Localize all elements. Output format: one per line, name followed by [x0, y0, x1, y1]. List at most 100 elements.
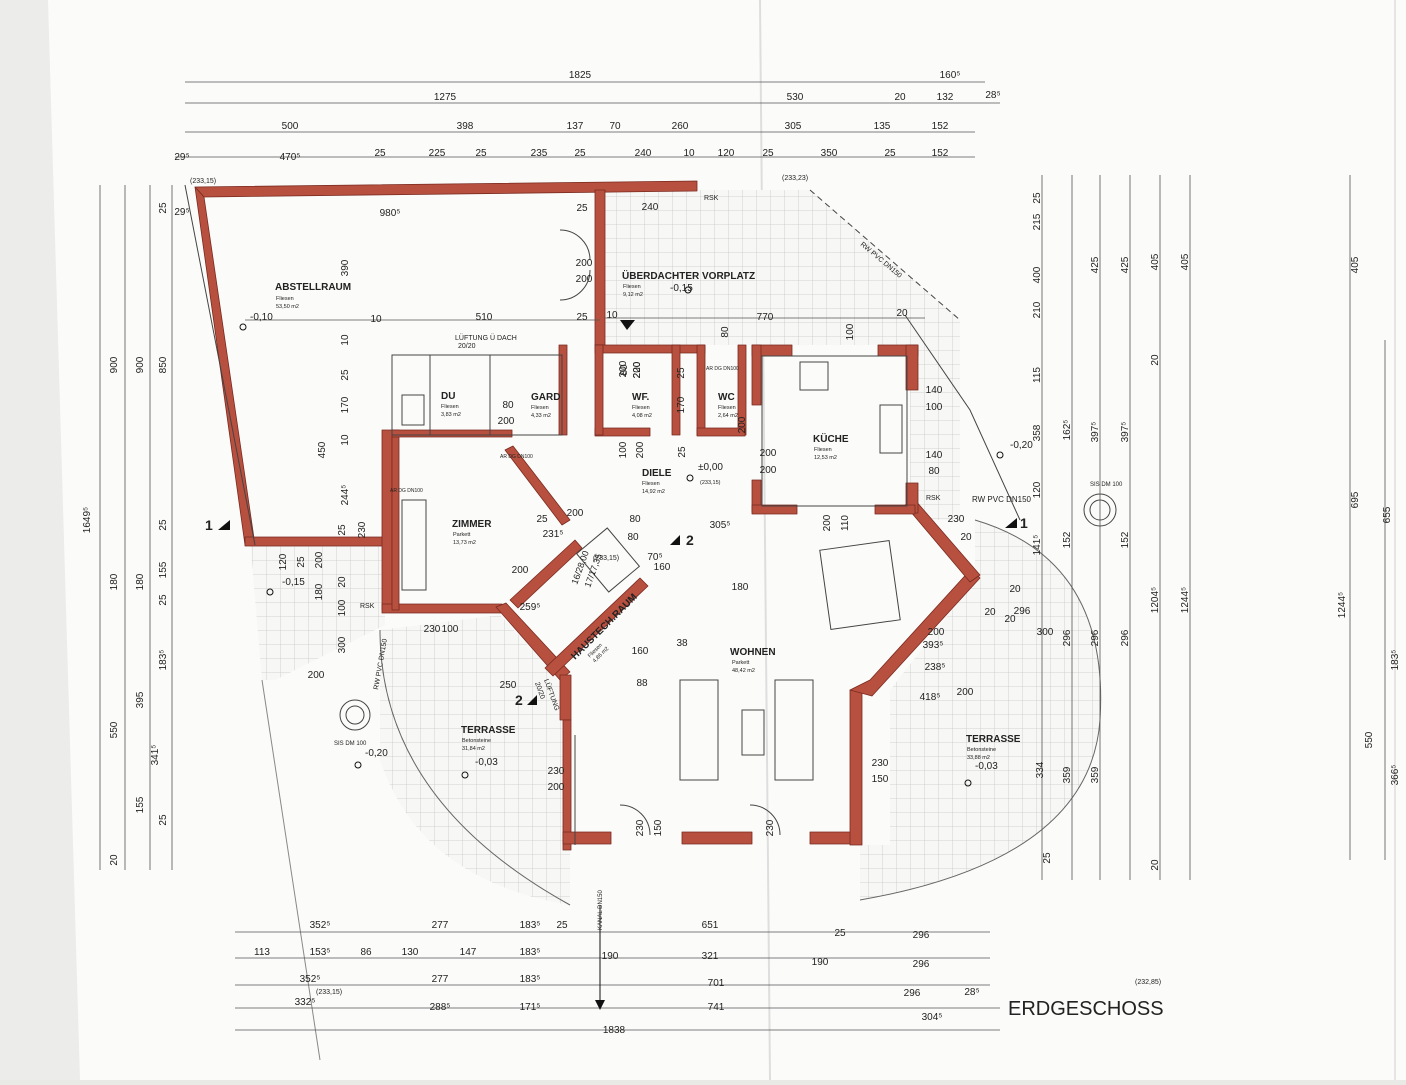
dim: 296: [1120, 629, 1131, 646]
dim: 25: [475, 148, 487, 159]
level-marker-text: -0,15: [282, 577, 305, 588]
room-floor: Fliesen: [814, 447, 832, 453]
dim: 132: [937, 92, 954, 103]
dim: 400: [1032, 266, 1043, 283]
room-name: GARD: [531, 392, 560, 403]
room-area: 3,83 m2: [441, 412, 461, 418]
dim: 152: [1062, 531, 1073, 548]
dim: 25: [158, 594, 169, 606]
dim: 200: [576, 258, 593, 269]
dim: 200: [928, 627, 945, 638]
room-name: ÜBERDACHTER VORPLATZ: [622, 269, 755, 282]
wall-zimmer-left: [381, 429, 393, 611]
dim: 231⁵: [543, 529, 564, 540]
dim: 160: [632, 646, 649, 657]
section-label-left: 1: [205, 517, 213, 533]
wall-zimmer-bottom: [381, 603, 503, 614]
dim: 180: [732, 582, 749, 593]
dim: 100: [337, 599, 348, 616]
dim: 25: [158, 202, 169, 214]
dim: 200: [498, 416, 515, 427]
dim: 277: [432, 920, 449, 931]
wall-kueche-bottom-right: [874, 504, 916, 515]
dim: 190: [602, 951, 619, 962]
dim: 850: [158, 356, 169, 373]
dim: 10: [683, 148, 695, 159]
ar-label-1: AR DG DN100: [500, 454, 533, 460]
dim: 25: [574, 148, 586, 159]
dim: 155: [158, 561, 169, 578]
level-abs-dl: (233,15): [593, 555, 619, 562]
dim: 230: [948, 514, 965, 525]
dim-total: 1838: [603, 1025, 626, 1036]
dim: 183⁵: [520, 947, 541, 958]
dim: 180: [314, 583, 325, 600]
entry-arrow: [620, 320, 635, 330]
dim: 200: [957, 687, 974, 698]
dim: 230: [548, 766, 565, 777]
room-area: 48,42 m2: [732, 668, 755, 674]
dim: 155: [135, 796, 146, 813]
dim: 70⁵: [647, 552, 662, 563]
room-zimmer: ZIMMER Parkett 13,73 m2: [452, 519, 492, 546]
dim: 25: [296, 556, 307, 568]
dim: 100: [845, 323, 856, 340]
dim: 359: [1062, 766, 1073, 783]
dim: 113: [254, 947, 270, 958]
dim: 110: [840, 515, 851, 531]
dim: 25: [576, 203, 588, 214]
dim: 80: [928, 466, 940, 477]
room-name: WC: [718, 392, 735, 403]
dim: 88: [636, 678, 648, 689]
dim: 398: [457, 121, 474, 132]
dim: 20: [1150, 859, 1161, 871]
room-wf: WF. Fliesen 4,08 m2: [632, 392, 652, 419]
dim: 200: [737, 416, 748, 433]
room-area: 4,33 m2: [531, 413, 551, 419]
dim: 741: [708, 1002, 725, 1013]
room-name: WOHNEN: [730, 647, 776, 658]
dim: 20: [896, 308, 908, 319]
dim: 29⁵: [174, 207, 189, 218]
room-level: -0,03: [975, 761, 998, 772]
dim: 200: [576, 274, 593, 285]
room-vorplatz: ÜBERDACHTER VORPLATZ Fliesen 9,12 m2 -0,…: [622, 269, 755, 298]
dim: 215: [1032, 213, 1043, 230]
ar-label-2: AR DG DN100: [706, 366, 739, 372]
dim: 332⁵: [295, 997, 316, 1008]
level-marker-text: -0,20: [1010, 440, 1033, 451]
dim: 10: [370, 314, 382, 325]
section-labels: 1 1 2 2: [205, 515, 1028, 708]
dim: 20: [1150, 354, 1161, 366]
room-name: WF.: [632, 392, 649, 403]
level-abs-tl: (233,15): [190, 178, 216, 185]
dim: 25: [556, 920, 568, 931]
dim: 200: [632, 361, 643, 378]
dim: 230: [765, 819, 776, 836]
room-terrasse-right: TERRASSE Betonsteine 33,88 m2 -0,03: [966, 734, 1021, 772]
kanal-label: KANAL DN150: [598, 890, 604, 930]
wall-wc-bottom: [696, 427, 746, 437]
room-abs-level: (233,15): [700, 480, 721, 486]
dim: 305: [785, 121, 802, 132]
section-label-2a: 2: [686, 532, 694, 548]
dim: 470⁵: [280, 152, 301, 163]
dim: 405: [1180, 253, 1191, 270]
dim: 200: [618, 360, 629, 377]
room-floor: Parkett: [732, 660, 750, 666]
wall-kueche-bottom-left: [751, 504, 798, 515]
dim: 235: [531, 148, 548, 159]
section-label-2b: 2: [515, 692, 523, 708]
room-level: -0,03: [475, 757, 498, 768]
dim: 277: [432, 974, 449, 985]
dim: 288⁵: [430, 1002, 451, 1013]
room-floor: Fliesen: [642, 481, 660, 487]
dim: 200: [308, 670, 325, 681]
dim: 100: [926, 402, 943, 413]
dim: 152: [932, 148, 949, 159]
dim: 160: [654, 562, 671, 573]
right-dimension-text: 25 215 400 210 115 425 425 405 405 20 16…: [1032, 192, 1401, 871]
dim: 170: [340, 396, 351, 413]
dim: 25: [884, 148, 896, 159]
dim: 100: [442, 624, 459, 635]
